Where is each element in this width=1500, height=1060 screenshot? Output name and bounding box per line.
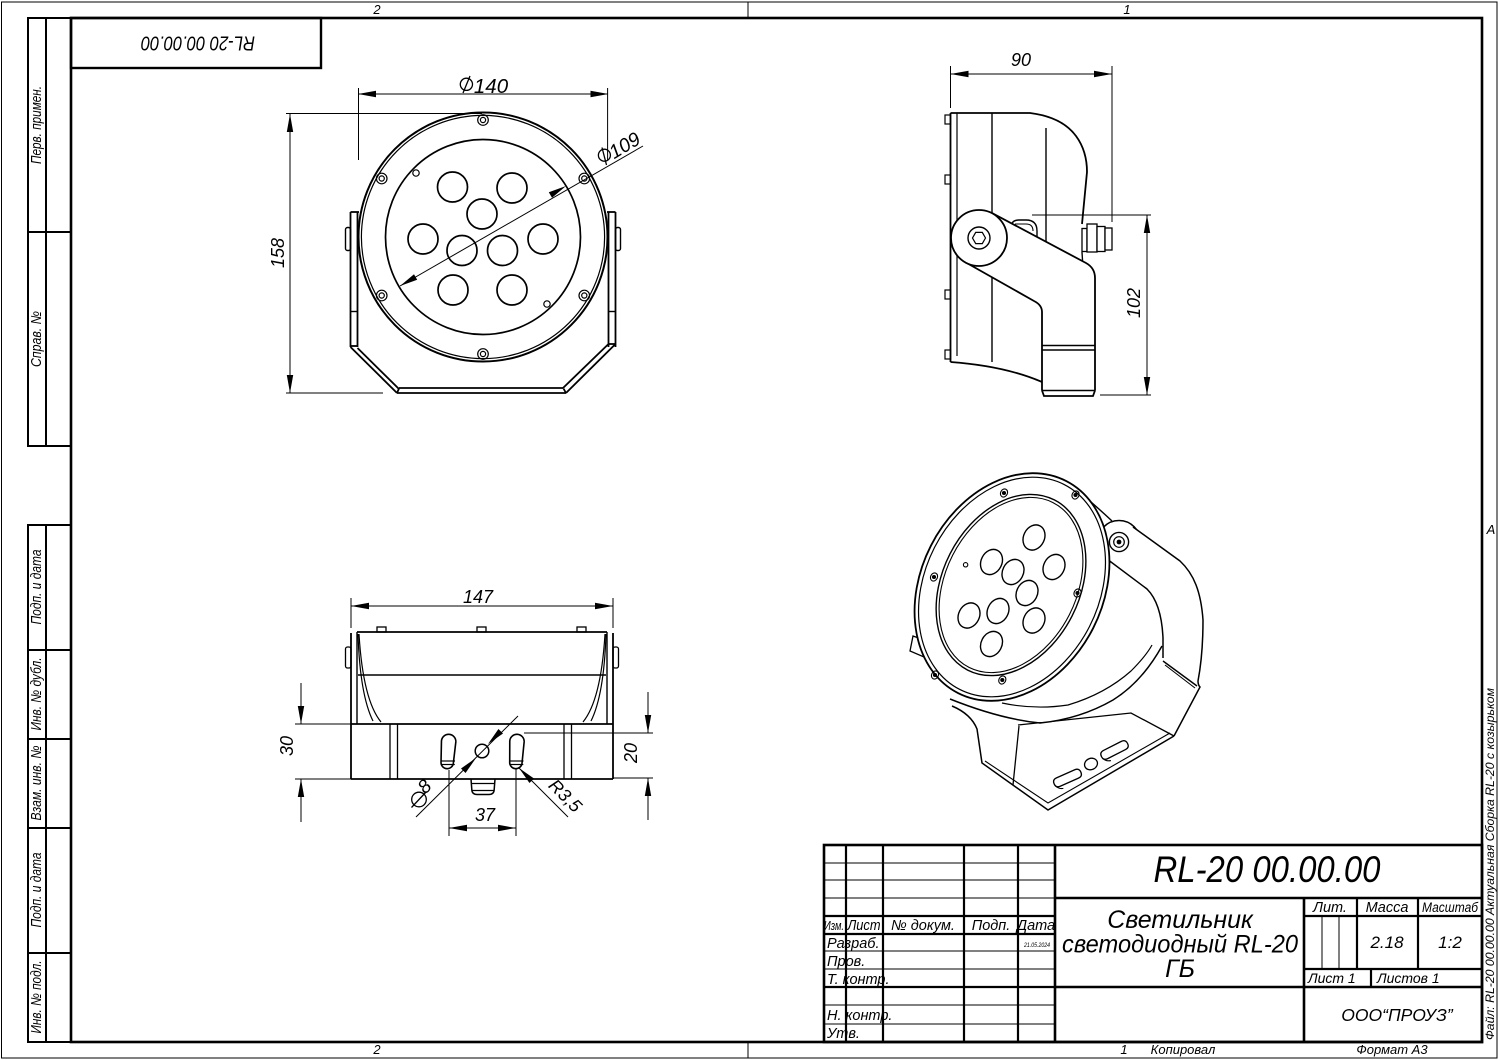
svg-text:Инв. № подл.: Инв. № подл. xyxy=(29,961,45,1034)
svg-text:Подп. и дата: Подп. и дата xyxy=(29,853,45,928)
svg-text:147: 147 xyxy=(463,587,494,607)
svg-text:Справ. №: Справ. № xyxy=(29,311,45,367)
svg-text:21.05.2024: 21.05.2024 xyxy=(1023,942,1050,949)
svg-text:37: 37 xyxy=(475,805,496,825)
svg-text:Копировал: Копировал xyxy=(1151,1042,1216,1057)
svg-text:Инв. № дубл.: Инв. № дубл. xyxy=(29,658,45,731)
svg-text:Взам. инв. №: Взам. инв. № xyxy=(29,745,45,820)
svg-text:Подп.: Подп. xyxy=(972,918,1011,934)
svg-text:1: 1 xyxy=(1123,2,1130,17)
svg-text:Формат А3: Формат А3 xyxy=(1356,1042,1428,1057)
svg-text:102: 102 xyxy=(1124,288,1144,318)
svg-text:Файл: RL-20 00.00.00 Актуальна: Файл: RL-20 00.00.00 Актуальная Сборка R… xyxy=(1485,688,1497,1040)
svg-text:RL-20 00.00.00: RL-20 00.00.00 xyxy=(1154,849,1381,890)
svg-text:А: А xyxy=(1486,522,1496,537)
svg-text:Лист: Лист xyxy=(847,918,881,934)
svg-text:Т. контр.: Т. контр. xyxy=(827,972,890,988)
svg-text:светодиодный RL-20: светодиодный RL-20 xyxy=(1062,931,1298,959)
svg-text:20: 20 xyxy=(621,743,641,764)
svg-text:Масса: Масса xyxy=(1366,900,1409,916)
svg-text:RL-20 00.00.00: RL-20 00.00.00 xyxy=(141,32,255,55)
svg-text:Дата: Дата xyxy=(1015,918,1055,934)
svg-text:30: 30 xyxy=(277,736,297,756)
svg-text:Лист 1: Лист 1 xyxy=(1307,970,1356,986)
svg-text:Подп. и дата: Подп. и дата xyxy=(29,550,45,625)
svg-text:Пров.: Пров. xyxy=(827,954,865,970)
svg-text:№ докум.: № докум. xyxy=(891,918,955,934)
svg-text:2.18: 2.18 xyxy=(1369,933,1404,952)
svg-text:ГБ: ГБ xyxy=(1165,955,1195,983)
svg-text:2: 2 xyxy=(372,1042,381,1057)
svg-text:158: 158 xyxy=(268,238,288,268)
svg-text:Масштаб: Масштаб xyxy=(1422,900,1478,915)
svg-text:Разраб.: Разраб. xyxy=(827,936,879,952)
svg-text:90: 90 xyxy=(1011,50,1031,70)
svg-text:ООО“ПРОУЗ”: ООО“ПРОУЗ” xyxy=(1341,1005,1454,1025)
svg-text:Утв.: Утв. xyxy=(826,1026,860,1042)
svg-text:Перв. примен.: Перв. примен. xyxy=(29,86,45,164)
svg-text:140: 140 xyxy=(474,75,509,98)
svg-text:Листов 1: Листов 1 xyxy=(1376,970,1440,986)
svg-text:1:2: 1:2 xyxy=(1438,933,1462,952)
svg-text:1: 1 xyxy=(1120,1042,1127,1057)
svg-text:Изм.: Изм. xyxy=(824,918,844,933)
svg-text:2: 2 xyxy=(372,2,381,17)
svg-text:Лит.: Лит. xyxy=(1312,900,1347,916)
svg-text:Н. контр.: Н. контр. xyxy=(827,1008,892,1024)
svg-text:Светильник: Светильник xyxy=(1107,906,1254,934)
